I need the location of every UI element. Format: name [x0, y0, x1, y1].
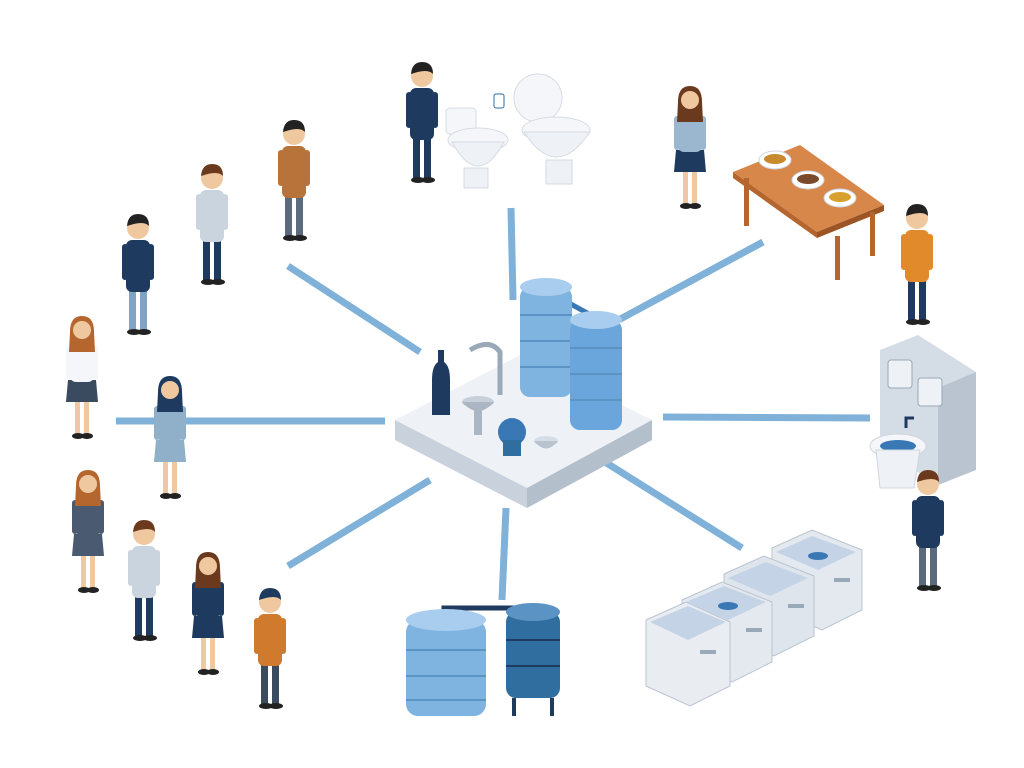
person-inspector [406, 62, 438, 183]
food-table-icon [733, 145, 884, 280]
spoke-water-storage [498, 507, 510, 601]
water-treatment-station-icon [395, 277, 652, 508]
wall-sink-icon [869, 335, 976, 489]
spoke-people-upper [286, 263, 422, 355]
people-group-icon [66, 120, 310, 709]
spoke-people-lower [286, 477, 432, 569]
sink-cabinets-icon [645, 529, 863, 707]
person-guest [901, 204, 933, 325]
water-tanks-icon [406, 603, 560, 716]
person-handwasher [912, 470, 944, 591]
spoke-toilets [507, 207, 517, 301]
spoke-handwash-station [662, 413, 871, 422]
toilets-icon [445, 73, 591, 189]
spoke-food-service [598, 238, 765, 334]
spoke-commercial-sinks [603, 459, 744, 551]
person-server [674, 86, 706, 209]
